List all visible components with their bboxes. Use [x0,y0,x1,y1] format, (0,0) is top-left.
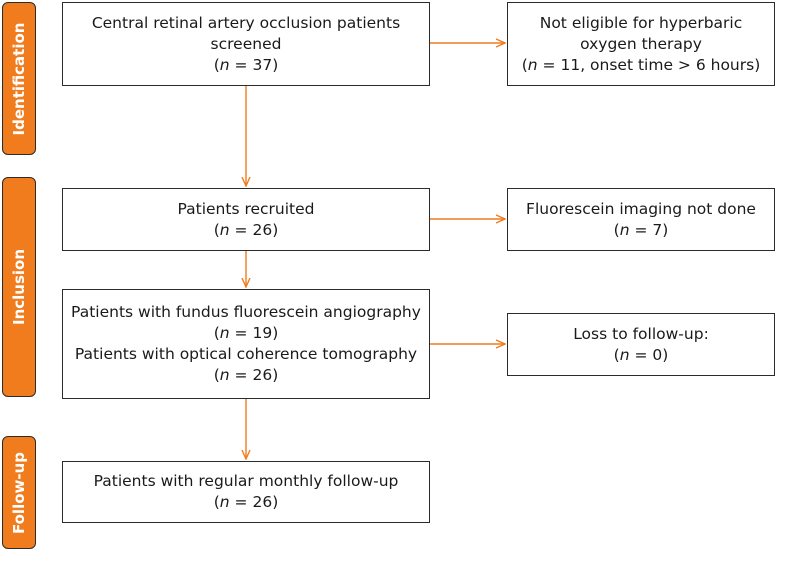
box-not-eligible: Not eligible for hyperbaric oxygen thera… [507,2,775,86]
box-screened-count: (n = 37) [213,55,279,74]
box-loss-to-followup: Loss to follow-up: (n = 0) [507,313,775,376]
box-not-eligible-line2: oxygen therapy [580,34,702,53]
box-not-eligible-line1: Not eligible for hyperbaric [539,13,743,32]
section-identification: Identification [2,2,36,155]
section-inclusion: Inclusion [2,177,36,397]
box-imaging-line2: Patients with optical coherence tomograp… [74,345,418,363]
box-loss-count: (n = 0) [613,345,669,364]
box-loss-line1: Loss to follow-up: [573,324,709,343]
box-screened-line2: screened [210,34,282,53]
section-followup: Follow-up [2,436,36,549]
box-screened: Central retinal artery occlusion patient… [62,2,430,86]
box-followup-line1: Patients with regular monthly follow-up [93,472,399,490]
box-followup: Patients with regular monthly follow-up … [62,461,430,523]
box-recruited: Patients recruited (n = 26) [62,188,430,251]
box-fluorescein-not-done-count: (n = 7) [613,220,669,239]
box-not-eligible-count: (n = 11, onset time > 6 hours) [521,55,761,74]
box-imaging-count1: (n = 19) [213,324,279,342]
box-screened-line1: Central retinal artery occlusion patient… [91,13,401,32]
box-imaging-line1: Patients with fundus fluorescein angiogr… [71,303,421,321]
box-followup-count: (n = 26) [213,493,279,511]
box-fluorescein-not-done-line1: Fluorescein imaging not done [526,199,756,218]
box-recruited-count: (n = 26) [213,220,279,239]
box-recruited-line1: Patients recruited [177,199,315,218]
box-fluorescein-not-done: Fluorescein imaging not done (n = 7) [507,188,775,251]
box-imaging-count2: (n = 26) [213,366,279,384]
box-imaging: Patients with fundus fluorescein angiogr… [62,289,430,399]
